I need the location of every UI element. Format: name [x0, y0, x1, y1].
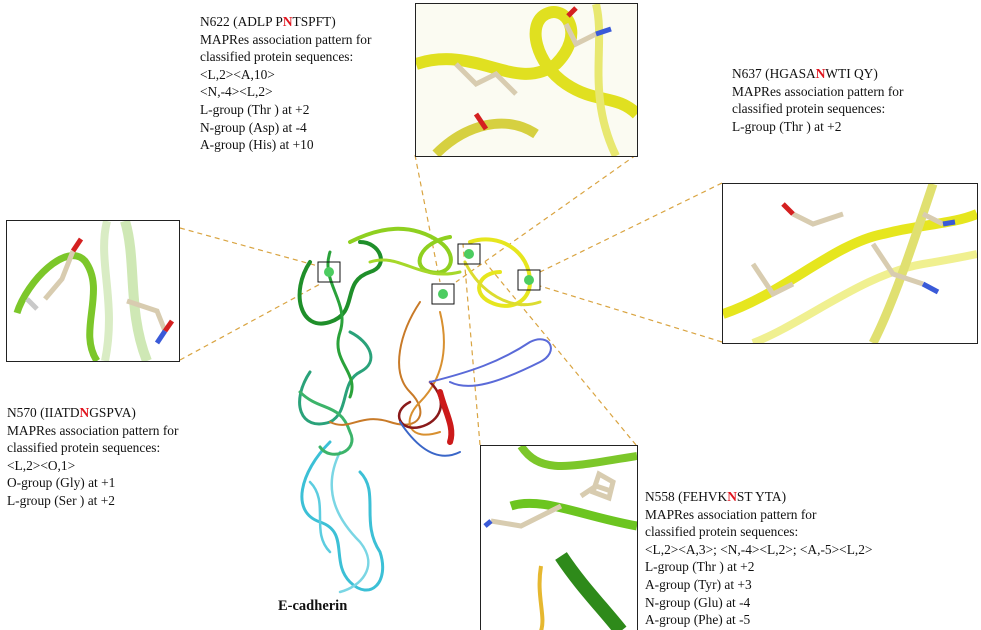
n558-residue-structure	[483, 446, 637, 630]
n622-residue-structure	[416, 4, 637, 156]
leader-n570-top	[179, 227, 319, 267]
annotation-n637: N637 (HGASANWTI QY) MAPRes association p…	[732, 65, 903, 135]
group-line: O-group (Gly) at +1	[7, 475, 116, 491]
e-cadherin-ribbon-structure	[297, 226, 552, 594]
site-heading: N558 (FEHVKNST YTA)	[645, 489, 787, 504]
marker-n637	[517, 269, 541, 291]
annotation-line: classified protein sequences:	[7, 440, 161, 456]
pattern-line: <L,2><A,10>	[200, 66, 275, 82]
leader-n558-left	[462, 243, 481, 446]
group-line: A-group (His) at +10	[200, 137, 314, 153]
site-heading: N570 (IIATDNGSPVA)	[7, 405, 136, 420]
annotation-n558: N558 (FEHVKNST YTA) MAPRes association p…	[645, 488, 872, 629]
ribbon-cyan-domain	[300, 440, 385, 592]
ribbon-orange-loops	[329, 301, 422, 426]
annotation-line: MAPRes association pattern for	[732, 83, 904, 99]
group-line: A-group (Phe) at -5	[645, 612, 751, 628]
leader-n622-right	[455, 154, 637, 283]
n570-residue-structure	[13, 221, 175, 361]
annotation-line: MAPRes association pattern for	[200, 31, 372, 47]
ribbon-teal-domain	[298, 330, 373, 426]
protein-caption: E-cadherin	[278, 598, 348, 614]
annotation-line: MAPRes association pattern for	[7, 422, 179, 438]
annotation-n622: N622 (ADLP PNTSPFT) MAPRes association p…	[200, 13, 371, 154]
marker-n558	[457, 243, 481, 265]
ribbon-lime-domain	[348, 226, 453, 275]
annotation-line: classified protein sequences:	[645, 524, 799, 540]
marker-n570	[317, 261, 341, 283]
group-line: A-group (Tyr) at +3	[645, 576, 752, 592]
leader-n558-right	[484, 261, 637, 446]
group-line: L-group (Ser ) at +2	[7, 492, 115, 508]
annotation-line: classified protein sequences:	[200, 49, 354, 65]
group-line: L-group (Thr ) at +2	[645, 559, 755, 575]
n637-residue-structure	[723, 184, 977, 343]
pattern-line: <L,2><O,1>	[7, 457, 76, 473]
annotation-line: classified protein sequences:	[732, 101, 886, 117]
zoom-panel-n622	[415, 3, 638, 157]
ribbon-blue-tail	[429, 338, 552, 387]
group-line: N-group (Asp) at -4	[200, 119, 307, 135]
annotation-line: MAPRes association pattern for	[645, 506, 817, 522]
ribbon-green-domain	[297, 240, 383, 326]
annotation-n570: N570 (IIATDNGSPVA) MAPRes association pa…	[7, 404, 178, 510]
leader-n622-left	[414, 154, 441, 283]
group-line: L-group (Thr ) at +2	[200, 101, 310, 117]
zoom-panel-n637	[722, 183, 978, 344]
leader-n637-bottom	[539, 285, 723, 343]
leader-n637-top	[539, 182, 723, 273]
pattern-line: <L,2><A,3>; <N,-4><L,2>; <A,-5><L,2>	[645, 541, 873, 557]
site-heading: N622 (ADLP PNTSPFT)	[200, 14, 336, 29]
ribbon-yellow-domain	[468, 237, 532, 308]
pattern-line: <N,-4><L,2>	[200, 84, 273, 100]
site-heading: N637 (HGASANWTI QY)	[732, 66, 878, 81]
zoom-panel-n570	[6, 220, 180, 362]
marker-n622	[431, 283, 455, 305]
group-line: L-group (Thr ) at +2	[732, 118, 842, 134]
zoom-panel-n558	[480, 445, 638, 630]
group-line: N-group (Glu) at -4	[645, 594, 751, 610]
